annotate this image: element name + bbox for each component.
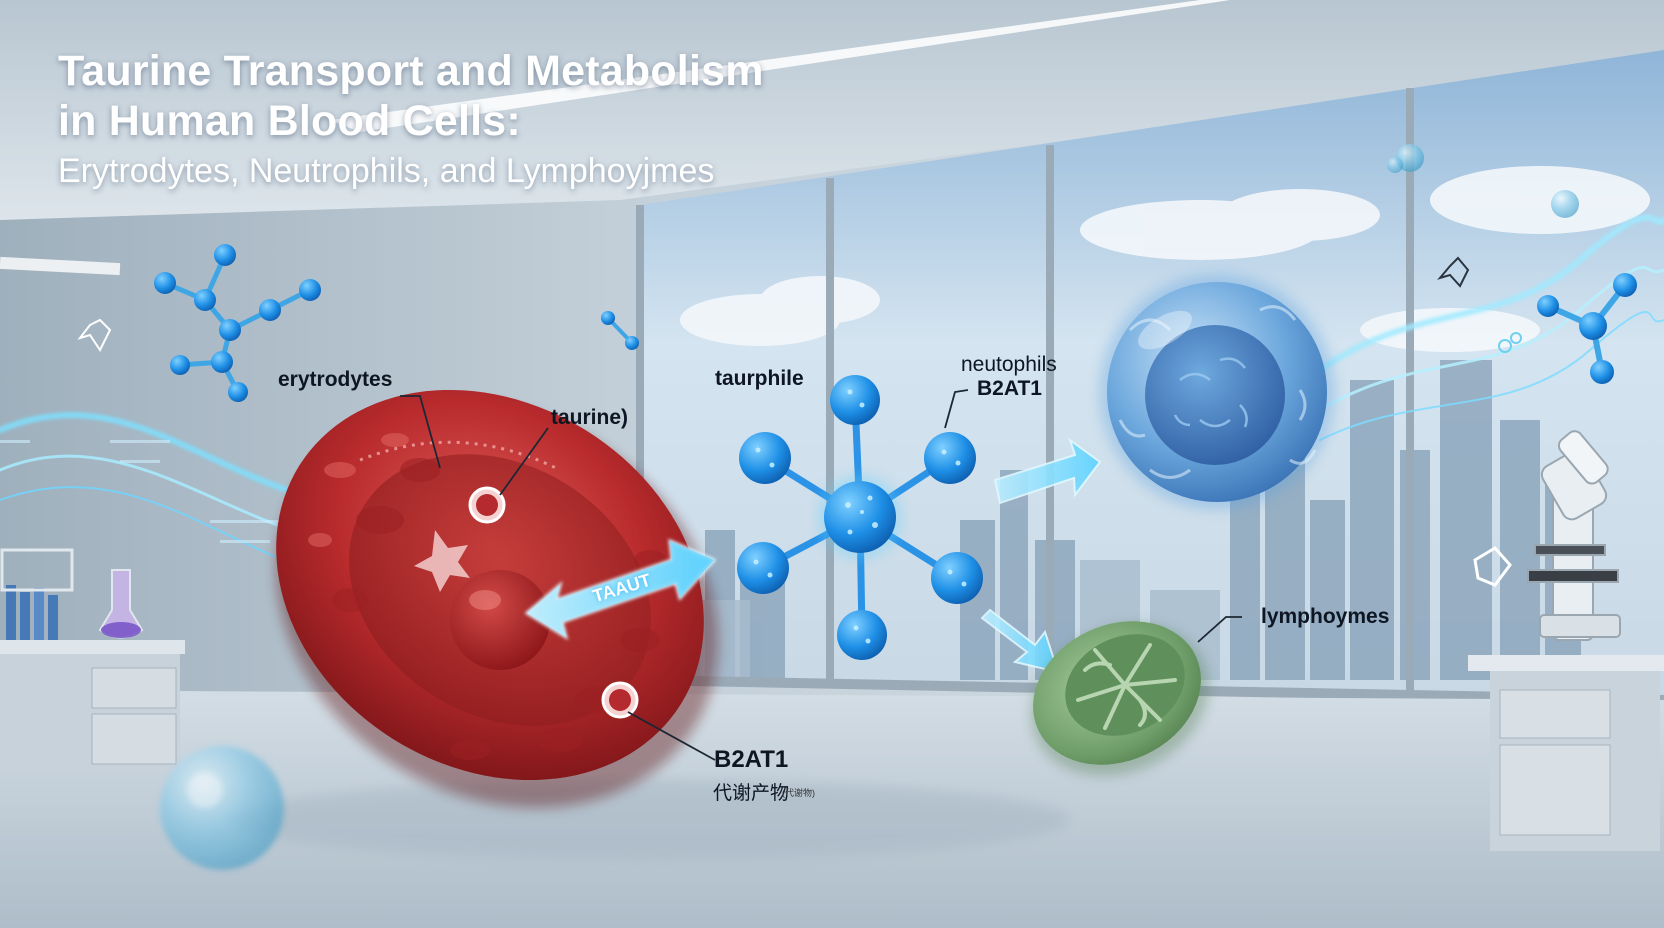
label-neutrophils: neutophils bbox=[961, 353, 1057, 376]
label-taurine: taurine) bbox=[551, 406, 629, 429]
label-metabolite-cn: 代谢产物 bbox=[713, 783, 790, 804]
lymphocyte-cell bbox=[1031, 621, 1209, 776]
label-taurphile: taurphile bbox=[715, 367, 804, 390]
neutrophil-cell bbox=[1099, 274, 1335, 510]
title-line-2: in Human Blood Cells: bbox=[58, 97, 521, 145]
label-lymphocytes: lymphoymes bbox=[1261, 605, 1390, 628]
title-line-1: Taurine Transport and Metabolism bbox=[58, 47, 764, 95]
taurphile-molecule bbox=[737, 375, 983, 660]
label-erythrocytes: erytrodytes bbox=[278, 368, 393, 391]
page-title: Taurine Transport and Metabolism in Huma… bbox=[58, 46, 764, 196]
title-subtitle: Erytrodytes, Neutrophils, and Lymphoyjme… bbox=[58, 152, 715, 190]
label-neutrophils-b2at1: B2AT1 bbox=[977, 377, 1042, 400]
erythrocyte-cell bbox=[275, 389, 719, 808]
label-metabolite-tag: (代谢物) bbox=[782, 788, 815, 798]
label-rbc-b2at1: B2AT1 bbox=[714, 746, 789, 773]
